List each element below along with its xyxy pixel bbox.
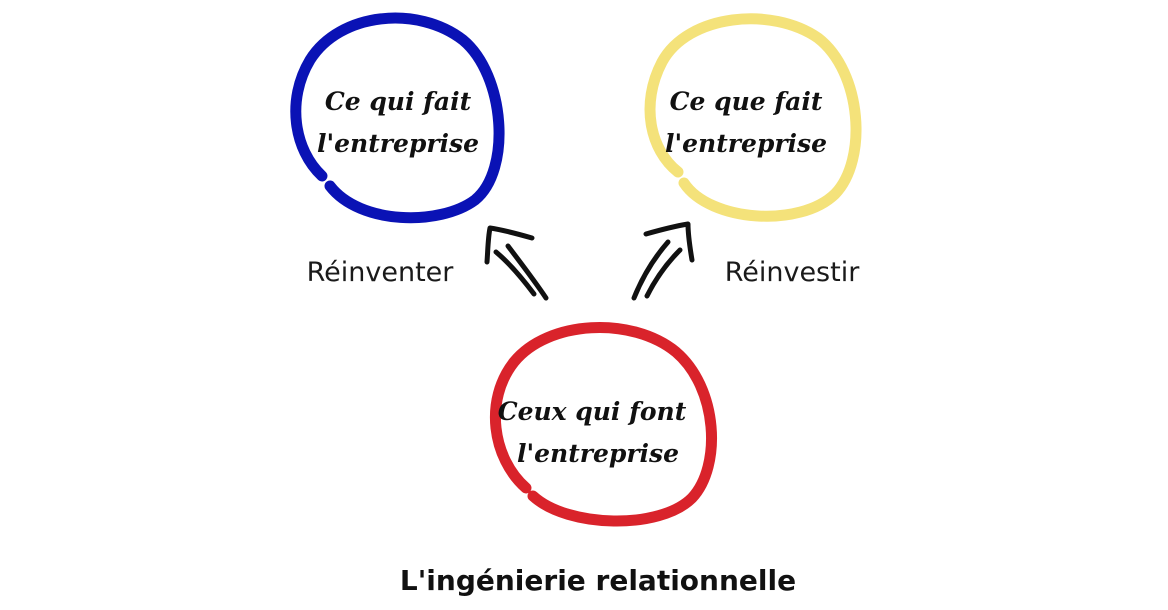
arrow-left-shaft-a <box>505 243 549 301</box>
blue-node-line2: l'entreprise <box>317 129 479 158</box>
red-circle <box>490 322 718 527</box>
yellow-circle <box>644 13 862 222</box>
diagram-title: L'ingénierie relationnelle <box>400 564 796 597</box>
arrow-reinvestir <box>631 221 695 301</box>
arrow-left-shaft-b <box>493 249 537 297</box>
edge-label-reinventer: Réinventer <box>307 257 455 288</box>
node-ce-qui-fait: Ce qui fait l'entreprise <box>290 12 505 224</box>
arrow-right-shaft-a <box>631 239 671 301</box>
blue-node-line1: Ce qui fait <box>325 87 472 116</box>
yellow-node-line1: Ce que fait <box>670 87 823 116</box>
red-node-line1: Ceux qui font <box>498 397 687 426</box>
node-ce-que-fait: Ce que fait l'entreprise <box>644 13 862 222</box>
blue-circle <box>290 12 505 224</box>
edge-label-reinvestir: Réinvestir <box>725 257 861 288</box>
arrow-reinventer <box>484 225 549 301</box>
arrow-right-shaft-b <box>644 247 683 299</box>
arrow-right-head <box>643 221 695 263</box>
arrow-left-head <box>484 225 535 265</box>
yellow-node-line2: l'entreprise <box>665 129 827 158</box>
node-ceux-qui-font: Ceux qui font l'entreprise <box>490 322 718 527</box>
red-node-line2: l'entreprise <box>517 439 679 468</box>
